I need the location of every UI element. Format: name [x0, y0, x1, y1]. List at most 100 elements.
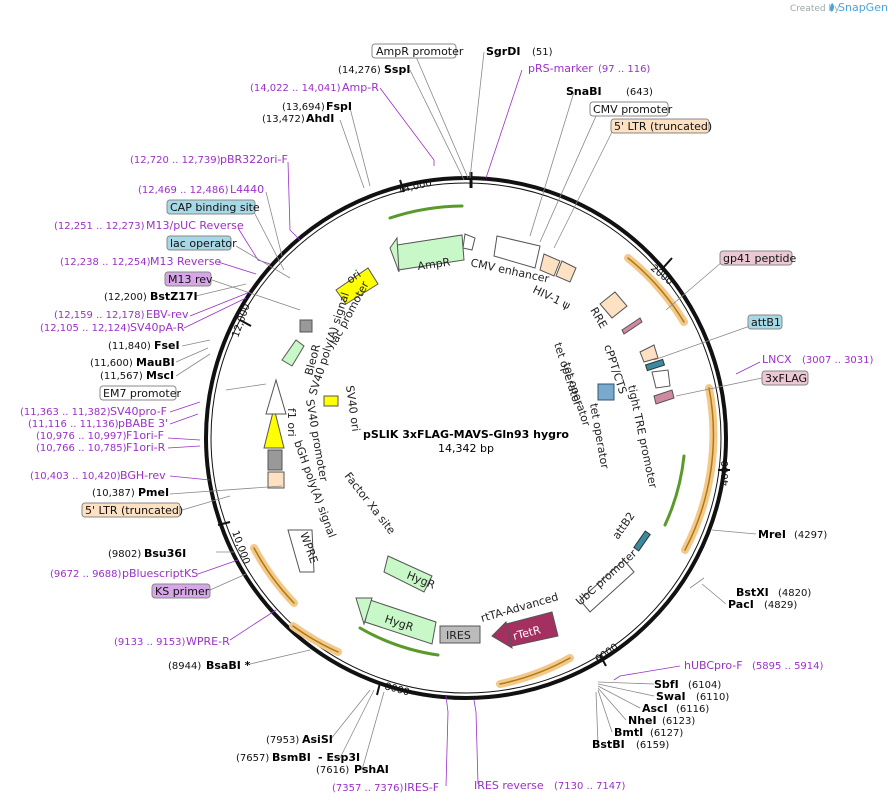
brand-name: SnapGene [838, 1, 888, 14]
leader-f1ori-r [167, 445, 201, 449]
primer-pbluescript: pBluescriptKS [122, 567, 198, 580]
wpre-shape [287, 529, 315, 573]
enzyme-asci: AscI [642, 702, 668, 715]
leader-bstbi [595, 691, 599, 745]
tick-10000: 10,000 [229, 529, 251, 566]
leader-maubi [175, 347, 209, 363]
leader-ampr-promoter [413, 51, 469, 179]
feature-factor-xa: Factor Xa site [342, 470, 398, 537]
enzyme-fsei: FseI [154, 339, 180, 352]
enzyme-mrei-pos: (4297) [794, 530, 827, 541]
primer-prs-marker: pRS-marker [528, 62, 593, 75]
feature-sv40-ori: SV40 ori [343, 385, 362, 433]
enzyme-sbfi-pos: (6104) [688, 680, 721, 691]
primer-bgh: BGH-rev [120, 469, 166, 482]
box-gp41 [719, 250, 793, 266]
f1-ori-box [267, 449, 283, 471]
enzyme-swai-pos: (6110) [696, 692, 729, 703]
enzyme-sgrdi-pos: (51) [532, 47, 553, 58]
box-ks-primer [151, 583, 211, 599]
leader-lncx [735, 361, 761, 375]
enzyme-bsabi-pos: (8944) [168, 661, 201, 672]
leader-snabi [529, 91, 575, 237]
leader-pbr322ori [287, 161, 301, 241]
leader-em7 [225, 383, 267, 391]
enzyme-asci-pos: (6116) [676, 704, 709, 715]
tick-10000-mark [217, 521, 231, 526]
cmv-promoter-shape [462, 233, 476, 251]
leader-bsmbi [339, 689, 375, 759]
boxed-labels: AmpR promoter CMV promoter 5' LTR (trunc… [81, 43, 809, 599]
label-attb1: attB1 [751, 316, 781, 329]
tick-14000: 14,000 [396, 178, 433, 196]
enzyme-msci-pos: (11,567) [100, 371, 143, 382]
leader-hubcpro [613, 665, 681, 681]
primer-ires-reverse-pos: (7130 .. 7147) [554, 781, 626, 792]
leader-sgrdi [469, 51, 485, 179]
enzyme-fspi: FspI [326, 100, 352, 113]
enzyme-sgrdi: SgrDI [486, 45, 520, 58]
label-5ltr-left: 5' LTR (truncated) [85, 504, 183, 517]
enzyme-msci: MscI [146, 369, 174, 382]
leader-pmei [169, 485, 283, 495]
leader-ks-primer [209, 573, 247, 591]
tick-6000: 6000 [593, 642, 620, 666]
leader-sspi [409, 69, 465, 181]
feature-tet-op-2: tet operator [560, 361, 593, 428]
enzyme-bstbi: BstBI [592, 738, 625, 751]
enzyme-bsabi: BsaBI * [206, 659, 251, 672]
tick-12000-mark [239, 319, 252, 327]
primer-sv40pa-pos: (12,105 .. 12,124) [40, 323, 131, 334]
feature-ubc-promoter: UbC promoter [573, 547, 639, 609]
tick-14000-mark [399, 179, 405, 193]
tick-8000-mark [376, 682, 381, 696]
leader-bstz17i [195, 283, 247, 297]
leader-bmti [597, 689, 613, 733]
primer-wpre-r: WPRE-R [186, 635, 230, 648]
plasmid-name: pSLIK 3xFLAG-MAVS-Gln93 hygro [363, 428, 569, 441]
enzyme-bsmbi: BsmBI [272, 751, 311, 764]
enzyme-asisi: AsiSI [302, 733, 333, 746]
enzyme-bstxi-pos: (4820) [778, 588, 811, 599]
leader-ires-f [445, 695, 449, 787]
outer-feature-arcs [250, 204, 718, 688]
feature-hiv-psi: HIV-1 ψ [531, 283, 573, 312]
sv40-prom-arrow [265, 378, 287, 415]
enzyme-pshai: PshAI [354, 763, 389, 776]
leader-ires-reverse [473, 699, 479, 785]
leader-m13rev-feature [211, 279, 301, 311]
leader-gp41 [665, 261, 723, 311]
ltr-box-2 [555, 260, 577, 283]
primer-prs-marker-pos: (97 .. 116) [598, 64, 650, 75]
primer-m13puc-pos: (12,251 .. 12,273) [54, 221, 145, 232]
enzyme-maubi: MauBI [136, 356, 175, 369]
enzyme-nhei-pos: (6123) [662, 716, 695, 727]
leader-wpre-r [229, 609, 277, 641]
flag-shape [653, 389, 675, 405]
ori-arrow [335, 267, 379, 305]
primer-hubcpro: hUBCpro-F [684, 659, 743, 672]
backbone-inner [210, 182, 722, 694]
primer-wpre-r-pos: (9133 .. 9153) [114, 637, 186, 648]
ubc-promoter-shape [579, 559, 635, 613]
leader-cap-site [253, 211, 285, 271]
primer-labels: pRS-marker (97 .. 116) (14,022 .. 14,041… [20, 62, 874, 794]
created-by-label: Created by [790, 4, 840, 14]
label-3xflag: 3xFLAG [765, 372, 807, 385]
enzyme-fspi-pos: (13,694) [282, 102, 325, 113]
label-5ltr-top: 5' LTR (truncated) [614, 120, 712, 133]
leader-msci [175, 353, 211, 377]
attb1-shape [644, 358, 666, 372]
backbone-outer [204, 176, 728, 700]
enzyme-ahdi: AhdI [306, 112, 334, 125]
leader-nhei [597, 687, 627, 721]
enzyme-swai: SwaI [656, 690, 686, 703]
bleor-arrow [281, 339, 305, 367]
enzyme-sspi-pos: (14,276) [338, 65, 381, 76]
primer-lncx-pos: (3007 .. 3031) [802, 355, 874, 366]
leader-swai [597, 683, 655, 697]
leader-3xflag [675, 377, 763, 397]
ires-box [439, 625, 481, 644]
box-ampr-promoter [371, 43, 457, 59]
